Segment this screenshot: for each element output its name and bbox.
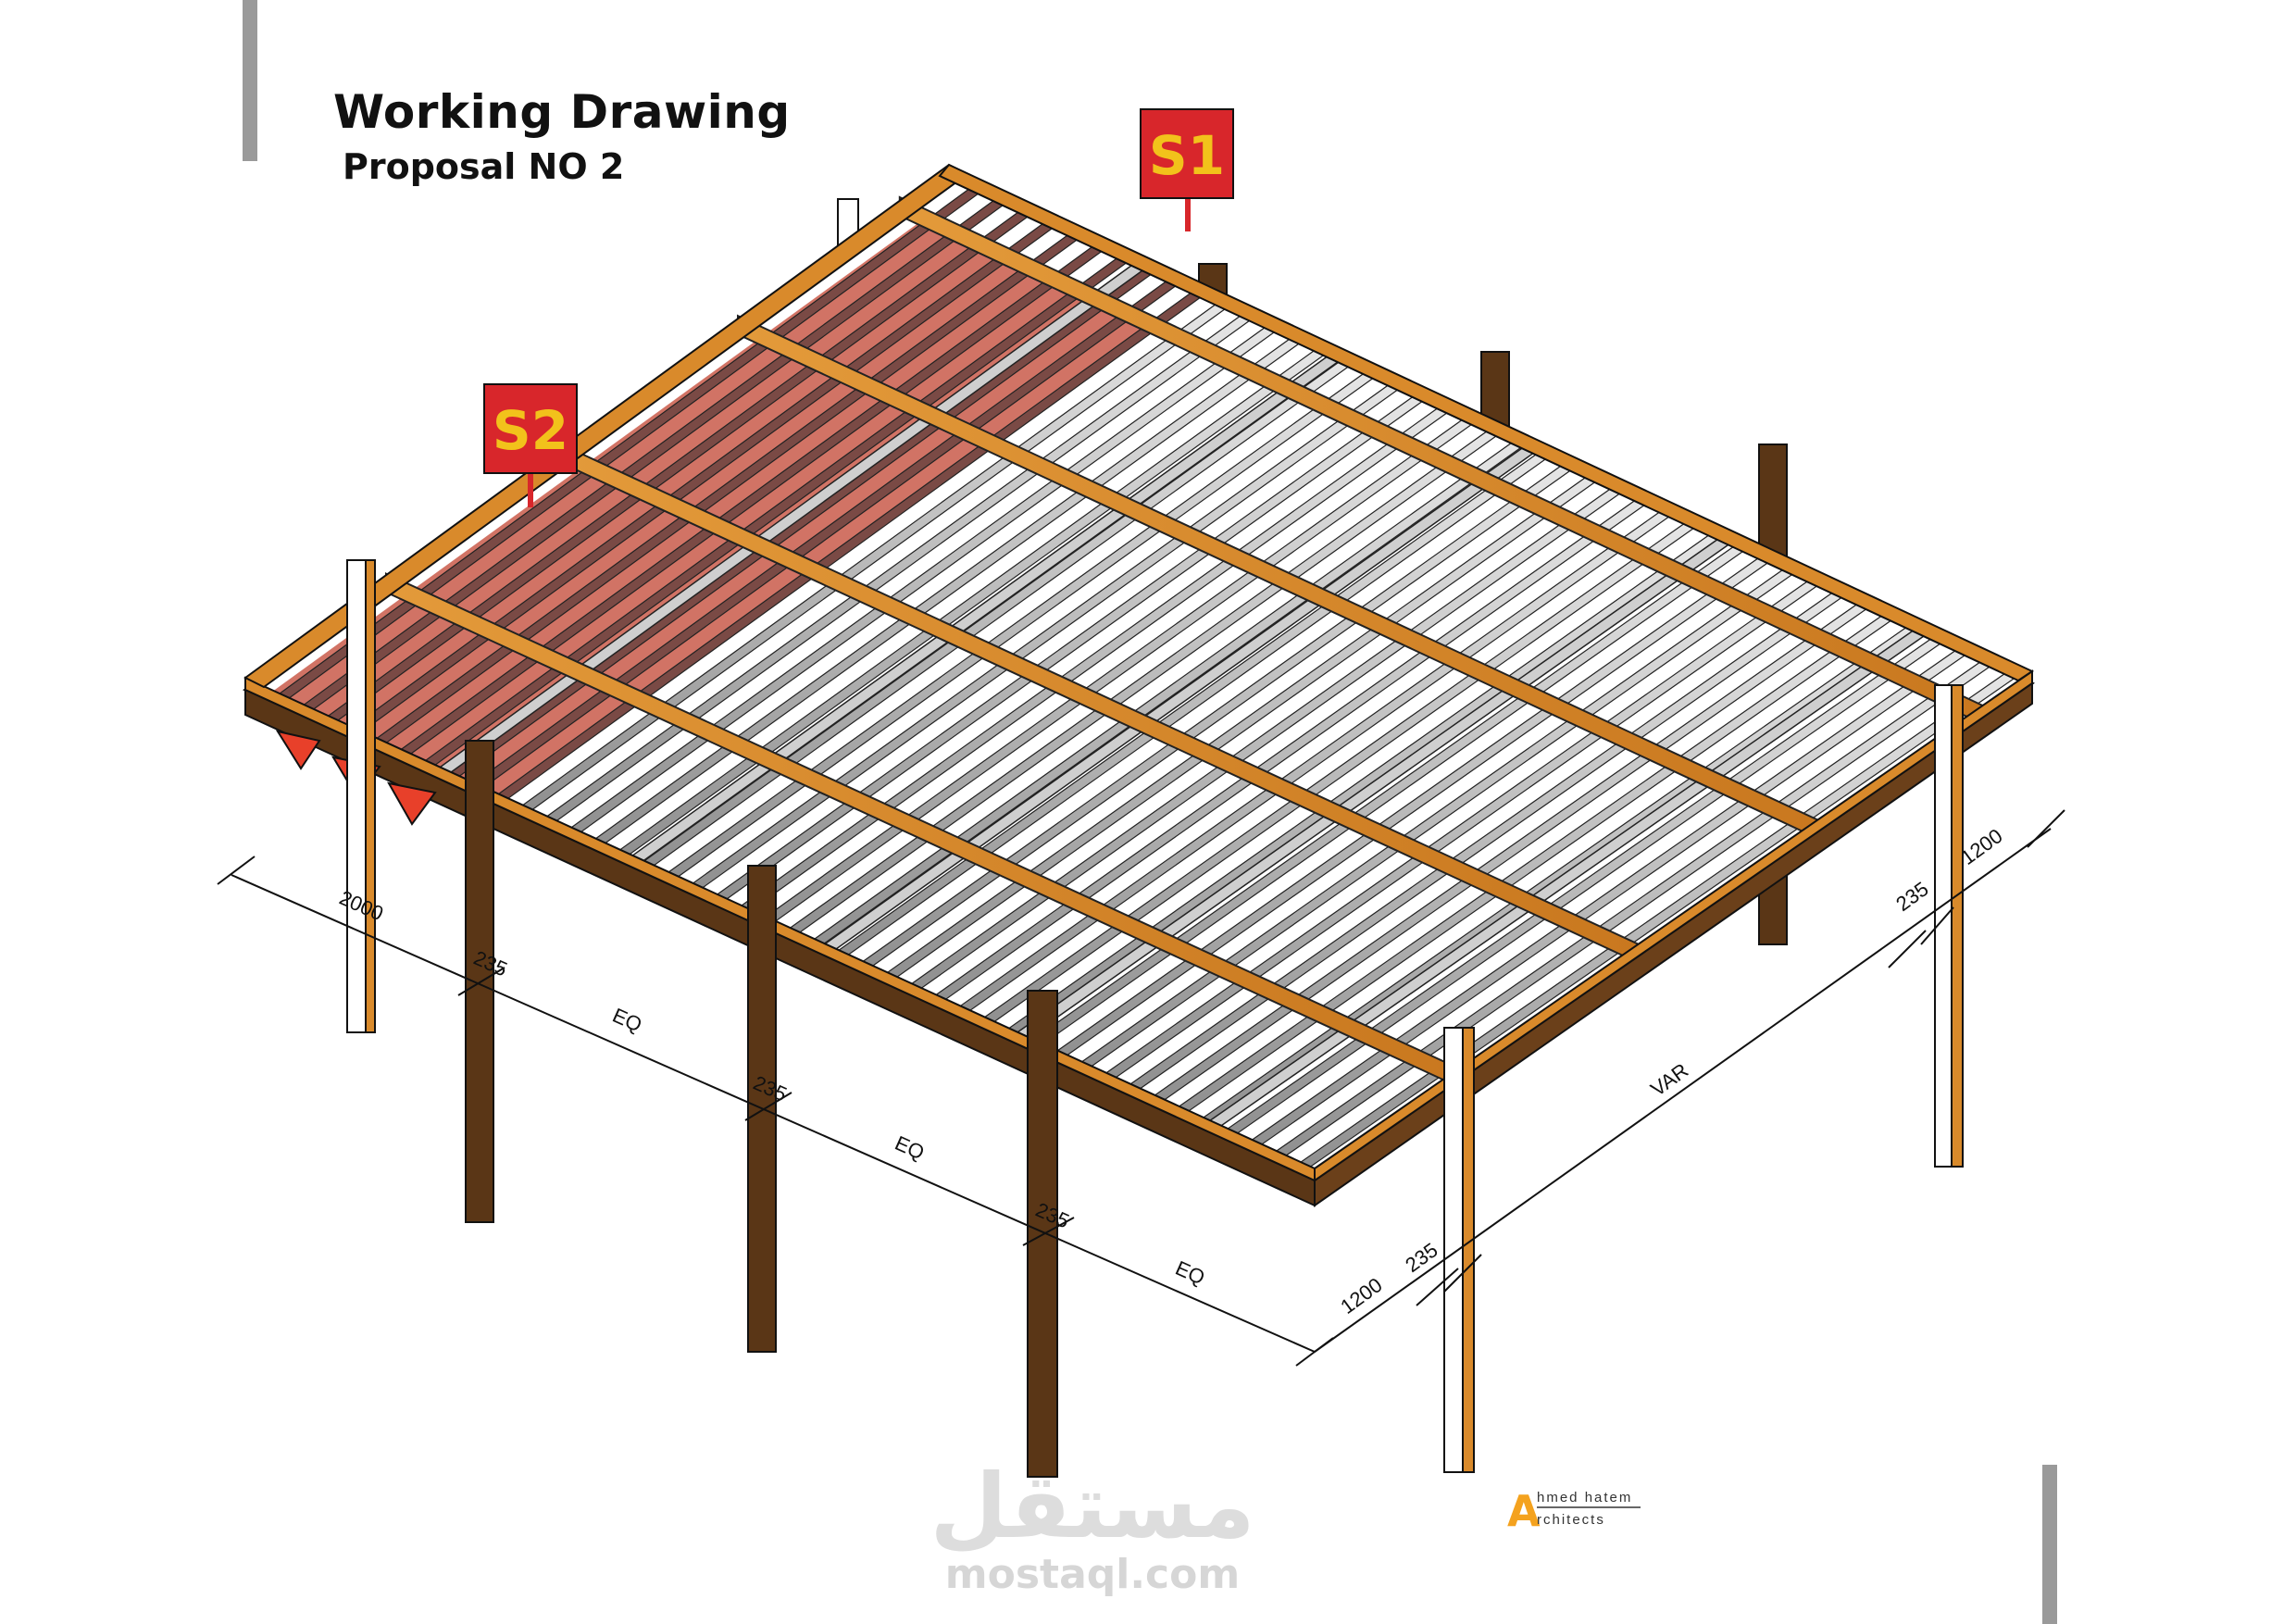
left-side-bar	[243, 0, 257, 161]
svg-text:S1: S1	[1149, 124, 1225, 187]
right-side-bar	[2042, 1465, 2057, 1624]
timber-main-beams	[385, 195, 1983, 1089]
architect-logo: A hmed hatem rchitects	[1507, 1486, 1641, 1536]
svg-text:S2: S2	[493, 399, 568, 462]
svg-text:rchitects: rchitects	[1537, 1512, 1605, 1528]
watermark-arabic: مستقل	[930, 1455, 1254, 1558]
dim-eq-b: EQ	[892, 1131, 928, 1165]
dim-eq-c: EQ	[1172, 1256, 1208, 1290]
drawing-title: Working Drawing	[333, 85, 791, 139]
dim-1200-left: 1200	[1336, 1273, 1386, 1318]
steel-cross-beams	[437, 255, 1925, 1137]
section-tag-s1: S1	[1140, 108, 1234, 231]
watermark-latin: mostaql.com	[945, 1551, 1240, 1598]
roof-slats	[268, 184, 2015, 1178]
svg-text:hmed hatem: hmed hatem	[1537, 1490, 1632, 1505]
front-dimension-chain	[217, 809, 2065, 1367]
dim-235-side-b: 235	[1891, 877, 1932, 916]
perimeter-frame-back-top	[938, 163, 2035, 682]
perimeter-frame-right-top	[1314, 669, 2033, 1182]
dim-1200-right: 1200	[1956, 824, 2006, 869]
dim-235-side-a: 235	[1401, 1238, 1441, 1277]
drawing-subtitle: Proposal NO 2	[343, 146, 625, 187]
dim-eq-a: EQ	[609, 1004, 645, 1037]
dim-var: VAR	[1646, 1058, 1692, 1101]
section-tag-s2: S2	[483, 383, 578, 507]
svg-text:A: A	[1507, 1486, 1541, 1536]
front-columns	[346, 559, 1964, 1478]
